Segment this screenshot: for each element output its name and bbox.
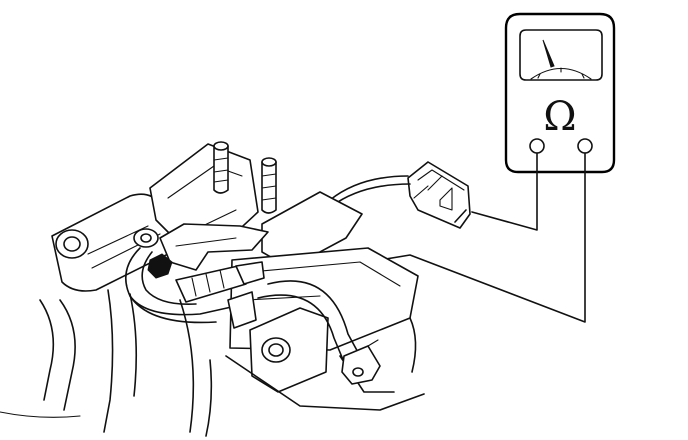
sensor-harness	[329, 175, 411, 207]
ohmmeter-icon: Ω	[504, 12, 616, 174]
test-lead-left	[471, 152, 538, 231]
stud-left	[213, 141, 229, 194]
stud-right	[261, 157, 277, 214]
meter-terminal-right	[577, 138, 593, 154]
ohm-symbol: Ω	[543, 94, 576, 140]
meter-dial	[519, 29, 603, 81]
sensor-icon	[124, 223, 269, 329]
connector-icon	[407, 161, 471, 229]
engine-head	[0, 141, 425, 437]
meter-terminal-left	[529, 138, 545, 154]
hose	[257, 280, 381, 385]
